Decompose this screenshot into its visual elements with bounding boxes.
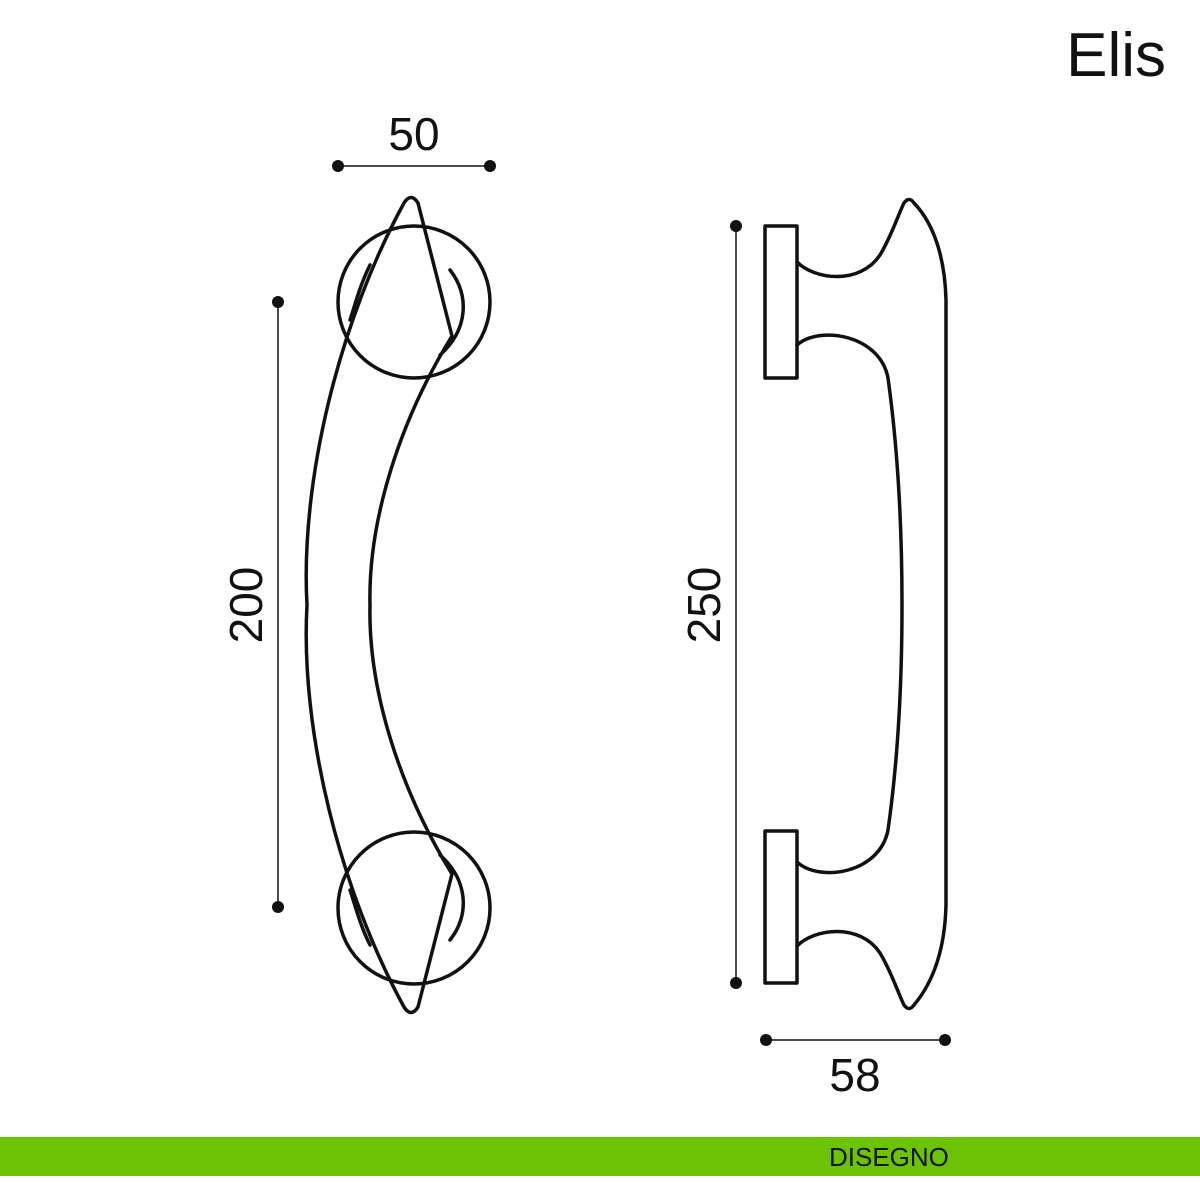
dimension-front-width: 50 [332,108,496,172]
dimension-label: 50 [388,108,439,160]
footer-label: DISEGNO [829,1142,949,1172]
top-base-plate [763,224,799,380]
dimension-label: 58 [829,1049,880,1101]
dimension-label: 200 [220,567,272,644]
handle-grip-side-inner [795,333,904,875]
handle-grip-front [304,195,454,1015]
front-view [304,195,492,1015]
bottom-rosette-inner [438,853,466,942]
side-view [763,197,948,1011]
footer-bar: DISEGNO [0,1137,1200,1176]
top-rosette-inner [438,268,466,357]
dimension-front-height: 200 [220,296,284,913]
dimension-label: 250 [678,567,730,644]
dimension-side-depth: 58 [760,1034,951,1101]
dimension-side-height: 250 [678,220,742,989]
handle-grip-side [795,197,948,1011]
bottom-rosette-inner-left [348,888,372,947]
top-rosette-inner-left [348,263,372,322]
top-rosette [336,224,492,380]
bottom-base-plate [763,829,799,985]
product-title: Elis [1066,21,1166,90]
bottom-rosette [336,830,492,986]
